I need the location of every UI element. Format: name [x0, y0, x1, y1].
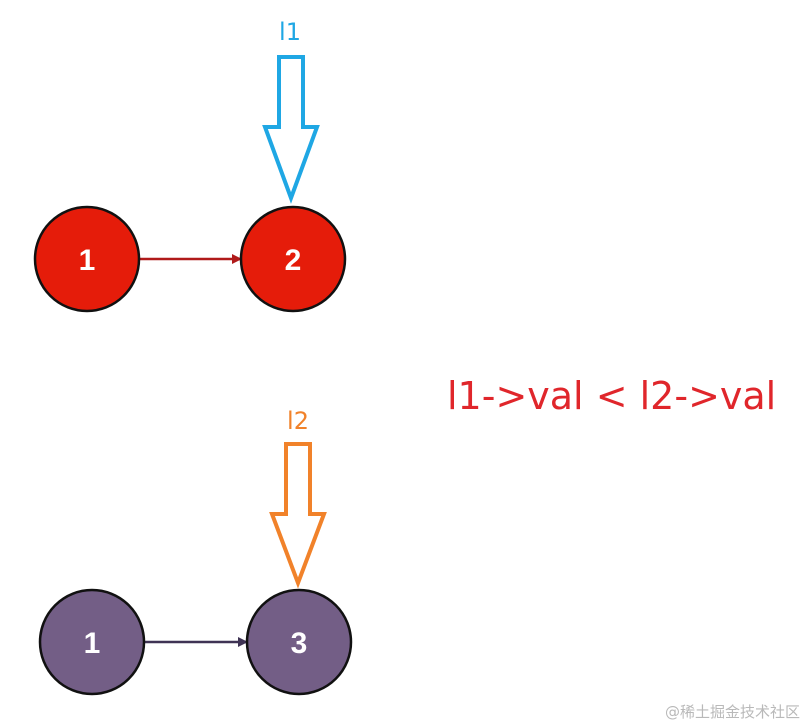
watermark-text: @稀土掘金技术社区: [665, 703, 800, 721]
pointer-l1-label: l1: [279, 18, 301, 46]
pointer-l2-label: l2: [287, 407, 309, 435]
top-list-node-2: [239, 205, 347, 313]
bottom-list-node-3: [245, 588, 353, 696]
bottom-list-node-1: [38, 588, 146, 696]
pointer-l1-arrow: [262, 55, 320, 204]
comparison-text: l1->val < l2->val: [447, 374, 776, 418]
bottom-list-node-3-label: 3: [291, 627, 308, 660]
top-list-node-1-label: 1: [79, 244, 96, 277]
bottom-list-node-1-label: 1: [84, 627, 101, 660]
pointer-l2-arrow: [269, 442, 327, 589]
top-list-node-2-label: 2: [285, 244, 302, 277]
top-list-node-1: [33, 205, 141, 313]
